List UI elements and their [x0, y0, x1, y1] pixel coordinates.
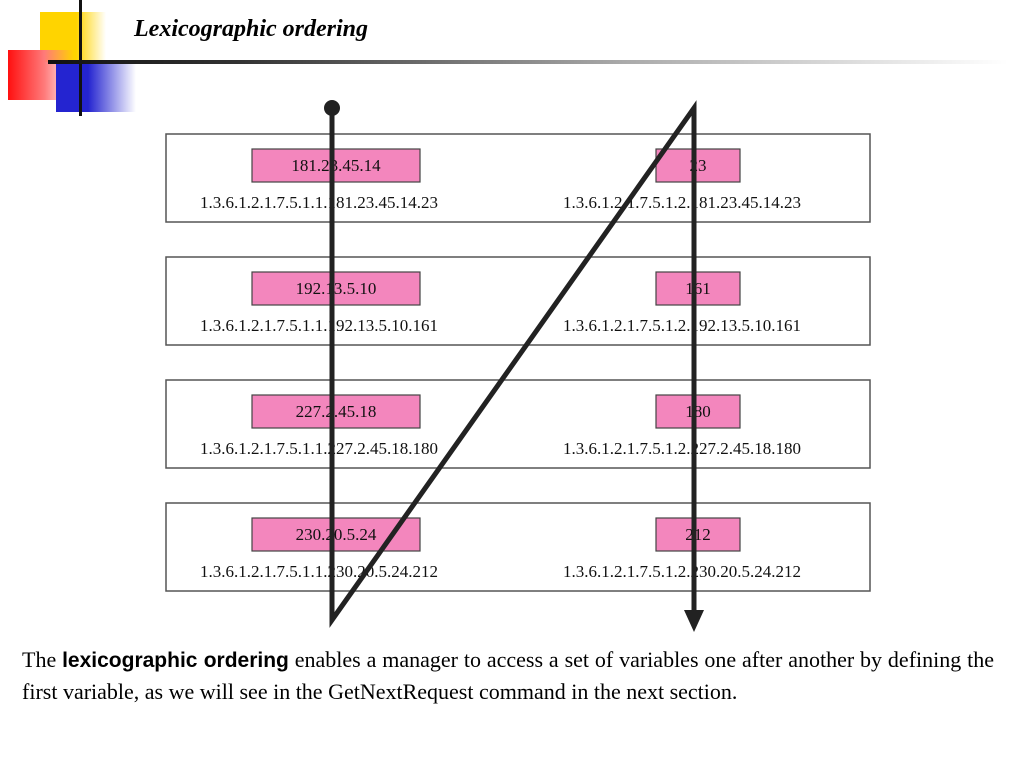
oid-label-column2: 1.3.6.1.2.1.7.5.1.2.192.13.5.10.161 — [563, 316, 801, 335]
slide-title: Lexicographic ordering — [134, 16, 368, 42]
value-label-address: 230.20.5.24 — [296, 525, 377, 544]
value-label-address: 227.2.45.18 — [296, 402, 377, 421]
oid-label-column1: 1.3.6.1.2.1.7.5.1.1.181.23.45.14.23 — [200, 193, 438, 212]
path-arrowhead — [684, 610, 704, 632]
body-prefix: The — [22, 647, 63, 672]
value-box-address — [251, 394, 421, 429]
oid-label-column2: 1.3.6.1.2.1.7.5.1.2.181.23.45.14.23 — [563, 193, 801, 212]
traversal-path — [324, 100, 704, 632]
oid-label-column1: 1.3.6.1.2.1.7.5.1.1.230.20.5.24.212 — [200, 562, 438, 581]
value-box-address — [251, 148, 421, 183]
value-box-port — [655, 517, 741, 552]
decor-vertical-line — [79, 0, 82, 116]
oid-label-column2: 1.3.6.1.2.1.7.5.1.2.230.20.5.24.212 — [563, 562, 801, 581]
value-label-address: 192.13.5.10 — [296, 279, 377, 298]
value-label-port: 180 — [685, 402, 711, 421]
body-term: lexicographic ordering — [62, 649, 289, 672]
value-label-address: 181.23.45.14 — [291, 156, 381, 175]
value-box-port — [655, 394, 741, 429]
value-box-address — [251, 271, 421, 306]
value-label-port: 161 — [685, 279, 711, 298]
value-label-port: 212 — [685, 525, 711, 544]
body-paragraph: The lexicographic ordering enables a man… — [22, 644, 994, 707]
value-box-port — [655, 271, 741, 306]
body-suffix: enables a manager to access a set of var… — [22, 647, 995, 704]
oid-label-column1: 1.3.6.1.2.1.7.5.1.1.227.2.45.18.180 — [200, 439, 438, 458]
oid-label-column1: 1.3.6.1.2.1.7.5.1.1.192.13.5.10.161 — [200, 316, 438, 335]
traversal-polyline — [329, 100, 697, 628]
decor-blue-square — [56, 60, 136, 112]
oid-label-column2: 1.3.6.1.2.1.7.5.1.2.227.2.45.18.180 — [563, 439, 801, 458]
decor-horizontal-rule — [48, 60, 1008, 64]
